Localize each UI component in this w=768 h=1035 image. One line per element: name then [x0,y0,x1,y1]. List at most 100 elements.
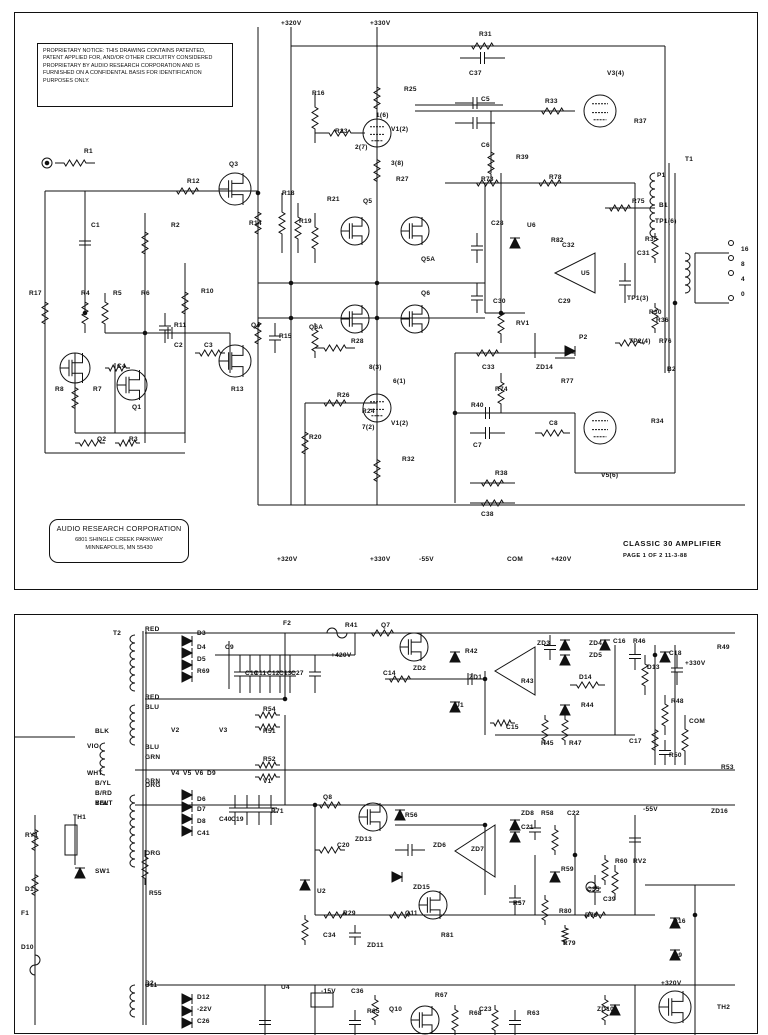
junction-dot [82,310,88,316]
component-label: -22V [197,1006,212,1013]
component-label: V1 [263,778,272,785]
diode-symbol [181,1005,194,1017]
component-label: ZD1 [469,674,482,681]
resistor-symbol [561,715,569,745]
component-label: R36 [656,317,669,324]
component-label: R29 [343,910,356,917]
component-label: R18 [282,190,295,197]
component-label: -55V [419,556,434,563]
component-label: T1 [685,156,693,163]
capacitor-symbol [629,643,641,670]
coil-symbol [684,252,691,294]
component-label: R80 [559,908,572,915]
capacitor-symbol [241,795,253,825]
diode-symbol [181,659,194,671]
component-label: ZD15 [413,884,430,891]
component-label: Q6A [309,324,323,331]
resistor-symbol [311,93,319,143]
component-label: D13 [647,664,660,671]
transistor-lead [419,891,441,919]
proprietary-notice-text: PROPRIETARY NOTICE: THIS DRAWING CONTAIN… [43,48,213,84]
component-label: R11 [174,322,187,329]
component-label: R15 [279,333,292,340]
component-label: R7 [93,386,102,393]
component-label: P2 [579,334,588,341]
company-name: AUDIO RESEARCH CORPORATION [56,524,182,533]
component-label: R8 [55,386,64,393]
resistor-symbol [105,363,130,373]
component-label: R3 [129,436,138,443]
component-label: C39 [603,896,616,903]
component-label: R52 [263,756,276,763]
company-address-line-1: 6801 SHINGLE CREEK PARKWAY [75,537,163,543]
component-label: Q10 [389,1006,402,1013]
component-label: ZD5 [589,652,602,659]
component-label: C17 [629,738,642,745]
resistor-symbol [311,323,319,358]
component-label: ZD6 [433,842,446,849]
component-label: TH1 [73,814,86,821]
resistor-symbol [530,107,575,115]
diode-symbol [669,948,681,961]
capacitor-symbol [259,1010,271,1035]
component-label: R31 [479,31,492,38]
capacitor-symbol [265,795,277,825]
resistor-symbol [601,995,609,1025]
component-label: R4 [81,290,90,297]
junction-dot [142,330,148,336]
diode-symbol [549,870,561,883]
resistor-symbol [651,233,659,263]
component-label: R47 [569,740,582,747]
resistor-symbol [255,710,280,720]
diode-symbol [509,830,521,843]
component-label: U4 [281,984,290,991]
output-terminal [728,295,734,301]
component-label: U5 [581,270,590,277]
component-label: 3(8) [391,160,404,167]
junction-dot [288,315,294,321]
component-label: TP2(4) [629,338,651,345]
tube-symbol [583,411,617,445]
schematic-2-components [29,627,698,1035]
resistor-symbol [651,303,659,333]
diode-symbol [669,916,681,929]
component-label: R10 [201,288,214,295]
fuse-symbol [326,627,348,639]
diode-symbol [181,635,194,647]
component-label: RV1 [516,320,530,327]
capacitor-symbol [460,52,505,64]
potentiometer-symbol [585,881,597,893]
component-label: R43 [521,678,534,685]
diode-symbol [559,653,571,666]
component-label: C4 [117,363,126,370]
diode-symbol [564,345,577,357]
component-label: R20 [309,434,322,441]
input-jack-center [44,160,50,166]
component-label: R50 [669,752,682,759]
component-label: COM [507,556,523,563]
component-label: C15 [506,724,519,731]
resistor-symbol [254,313,262,353]
component-label: C26 [197,1018,210,1025]
component-label: BLU [145,744,159,751]
component-label: C40 [219,816,232,823]
component-label: 8(3) [369,364,382,371]
component-label: U2 [317,888,326,895]
component-label: Q5 [363,198,372,205]
component-label: +320V [661,980,682,987]
component-label: C13 [279,670,292,677]
transistor-lead [341,217,363,245]
tube-symbol [362,393,392,423]
component-label: ORG [145,850,161,857]
component-label: 0 [741,291,745,298]
diode-symbol [394,808,406,821]
resistor-symbol [385,911,415,919]
diode-symbol [599,638,611,651]
resistor-symbol [541,895,549,925]
resistor-symbol [255,772,280,782]
component-label: C36 [351,988,364,995]
component-label: R53 [721,764,734,771]
capacitor-symbol [509,1010,521,1035]
transistor-lead [219,173,244,205]
